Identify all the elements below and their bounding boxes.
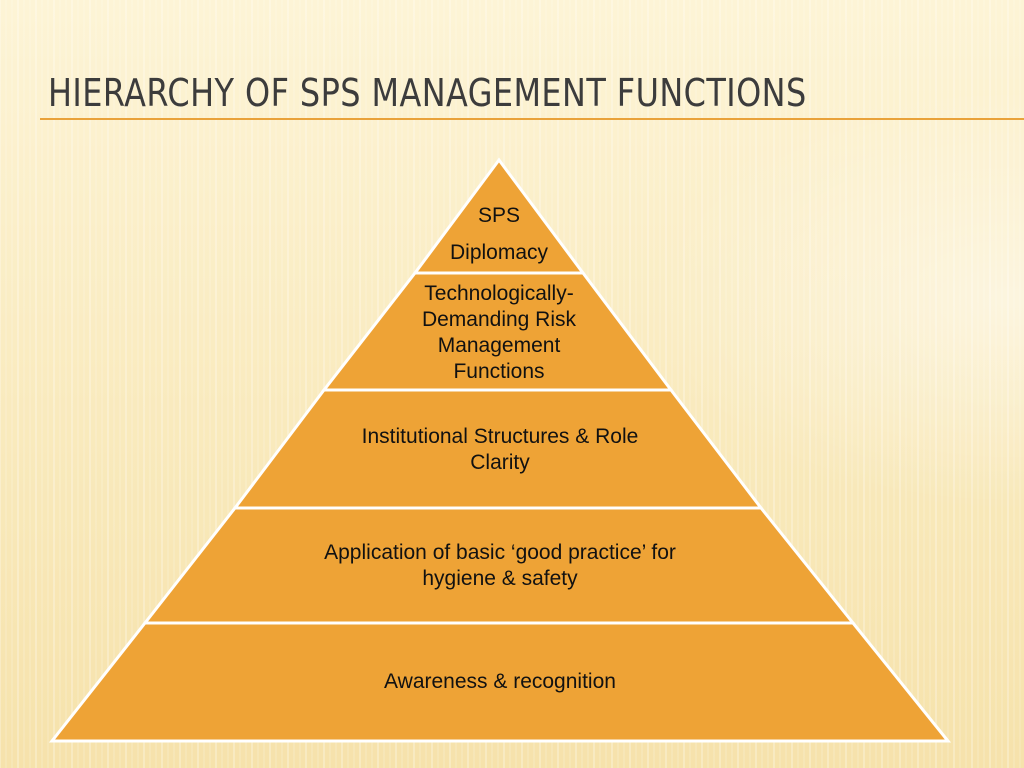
tier-1-line-1: SPS <box>477 204 521 227</box>
tier-2-line-4: Functions <box>453 360 545 383</box>
tier-4-line-2: hygiene & safety <box>422 567 578 590</box>
pyramid-tier-2-label: Technologically- Demanding Risk Manageme… <box>349 279 649 387</box>
pyramid-tier-1-label: SPS Diplomacy <box>409 196 589 272</box>
pyramid-tier-5-shape <box>48 621 952 743</box>
slide-title: Hierarchy of SPS Management Functions <box>48 71 807 115</box>
tier-4-line-1: Application of basic ‘good practice’ for <box>324 541 676 564</box>
tier-2-line-2: Demanding Risk <box>421 308 577 331</box>
pyramid-tier-3-label: Institutional Structures & Role Clarity <box>290 422 710 478</box>
pyramid-tier-5-label: Awareness & recognition <box>230 667 770 697</box>
tier-5-line-1: Awareness & recognition <box>384 670 616 693</box>
tier-2-line-3: Management <box>437 334 561 357</box>
tier-3-line-2: Clarity <box>470 451 530 474</box>
pyramid-tier-4-label: Application of basic ‘good practice’ for… <box>230 538 770 594</box>
tier-1-line-2: Diplomacy <box>449 241 549 264</box>
title-underline <box>40 118 1024 120</box>
tier-2-line-1: Technologically- <box>424 282 574 305</box>
tier-3-line-1: Institutional Structures & Role <box>361 425 639 448</box>
